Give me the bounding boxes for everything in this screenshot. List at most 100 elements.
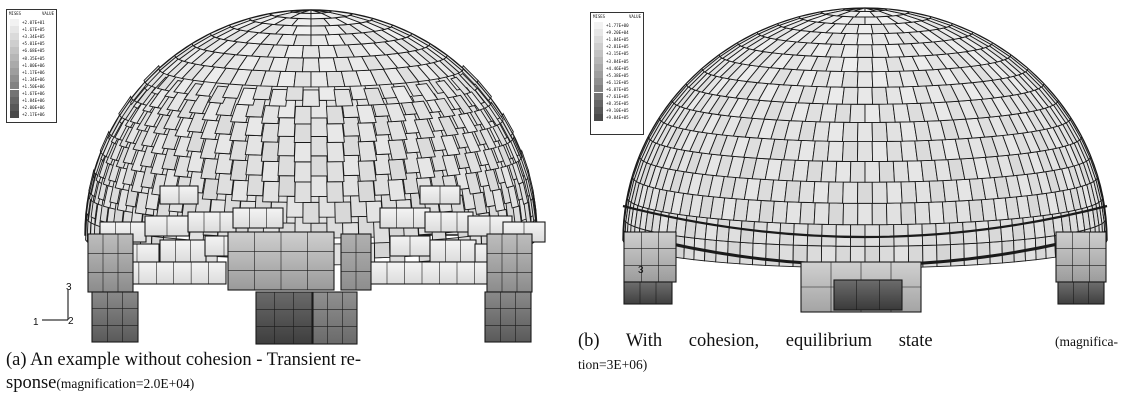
a-dome-block <box>357 160 377 182</box>
a-dome-block <box>294 161 312 183</box>
a-dome-block <box>410 100 434 121</box>
legend-a-value: +2.00E+06 <box>22 105 45 111</box>
legend-b-value: +6.12E+05 <box>606 79 629 85</box>
legend-a-value: +1.50E+06 <box>22 83 45 89</box>
a-dome-block <box>293 105 312 125</box>
b-pier-left-upper <box>623 231 677 283</box>
legend-a-header-left: MISES <box>9 11 22 16</box>
a-dome-block <box>326 161 345 183</box>
a-dome-block <box>325 105 345 125</box>
b-dome-block <box>840 56 859 73</box>
b-dome-block <box>857 181 873 204</box>
b-dome-block <box>834 103 852 123</box>
a-dome-block <box>491 188 506 212</box>
b-dome-block <box>739 241 754 266</box>
caption-a-line1: (a) An example without cohesion - Transi… <box>6 350 362 370</box>
b-dome-block <box>864 161 881 183</box>
a-dome-block <box>342 154 361 177</box>
a-dome-block <box>301 45 321 59</box>
a-dome-block <box>342 135 362 157</box>
caption-b-magnification-1: (magnifica- <box>1055 334 1118 349</box>
legend-b-header-left: MISES <box>593 14 606 19</box>
legend-a-value: +5.01E+05 <box>22 41 45 47</box>
b-dome-block <box>856 33 874 46</box>
b-dome-block <box>784 180 802 203</box>
a-displaced-block <box>424 211 474 233</box>
caption-b-magnification-2: tion=3E+06) <box>578 357 648 372</box>
a-dome-block <box>507 185 520 209</box>
b-dome-block <box>841 140 859 162</box>
a-dome-block <box>310 175 328 197</box>
a-dome-block <box>461 64 479 84</box>
b-dome-block <box>856 86 874 105</box>
b-dome-block <box>739 220 755 244</box>
caption-b-line1: (b) With cohesion, equilibrium state <box>578 331 933 351</box>
a-pier-right-lower <box>484 291 532 343</box>
b-dome-block <box>849 103 866 123</box>
a-dome-block <box>502 112 514 135</box>
legend-a-value: +8.35E+05 <box>22 55 45 61</box>
legend-a-value: +1.00E+06 <box>22 62 45 68</box>
legend-b-value: +2.81E+05 <box>606 44 629 50</box>
a-dome-block <box>452 94 474 115</box>
legend-a-value: +1.34E+06 <box>22 76 45 82</box>
b-dome-block <box>871 86 889 105</box>
legend-a-value: +1.67E+06 <box>22 91 45 96</box>
b-pier-left-lower <box>623 281 673 305</box>
b-dome-block <box>864 7 888 11</box>
b-dome-block <box>987 219 1003 243</box>
legend-b-value: +4.46E+05 <box>606 65 629 71</box>
a-dome-block <box>229 159 249 182</box>
a-dome-block <box>326 141 345 163</box>
a-dome-block <box>387 178 406 202</box>
legend-b-value: +1.77E+00 <box>606 23 629 28</box>
b-dome-block <box>727 219 743 243</box>
b-dome-block <box>785 201 802 225</box>
a-dome-block <box>310 71 329 88</box>
a-dome-block <box>333 88 354 107</box>
a-displaced-block <box>159 239 207 263</box>
b-dome-block <box>963 242 978 266</box>
a-pier-right-upper <box>486 233 533 293</box>
legend-a-value: +2.07E+01 <box>22 20 45 25</box>
b-dome-block <box>856 23 874 35</box>
b-dome-block <box>914 201 931 225</box>
legend-b-value: +8.35E+05 <box>606 101 629 107</box>
a-dome-block <box>302 89 320 107</box>
a-dome-block <box>357 180 376 203</box>
b-dome-block <box>857 121 873 142</box>
a-dome-block <box>326 123 345 143</box>
legend-a-row: +2.17E+06 <box>10 110 45 119</box>
b-dome-block <box>827 121 845 142</box>
b-dome-block <box>806 160 824 183</box>
a-dome-block <box>130 81 148 102</box>
a-dome-block <box>277 117 296 137</box>
a-dome-block <box>310 9 333 13</box>
a-dome-block <box>268 88 289 107</box>
a-displaced-block <box>232 207 284 229</box>
b-dome-block <box>886 140 904 162</box>
b-dome-block <box>856 44 874 58</box>
b-dome-block <box>758 200 775 224</box>
a-dome-block <box>363 87 386 106</box>
b-dome-block <box>819 103 838 123</box>
axis-triad-label-z: 2 <box>68 316 74 327</box>
a-dome-block <box>276 70 297 88</box>
b-dome-block <box>864 103 881 123</box>
a-displaced-block <box>429 239 477 263</box>
a-dome-block <box>302 201 320 224</box>
legend-b-header-right: VALUE <box>628 14 641 19</box>
a-dome-block <box>310 135 329 157</box>
a-dome-block <box>293 123 312 143</box>
a-dome-block <box>277 135 296 157</box>
b-dome-block <box>799 201 816 225</box>
a-dome-block <box>450 76 472 95</box>
legend-a-value: +1.67E+05 <box>22 27 45 33</box>
a-dome-block <box>231 179 250 202</box>
legend-b-value: +9.10E+05 <box>606 108 629 114</box>
b-dome-block <box>752 242 767 266</box>
a-pier-left-lower <box>91 291 139 343</box>
b-dome-block <box>856 71 874 88</box>
